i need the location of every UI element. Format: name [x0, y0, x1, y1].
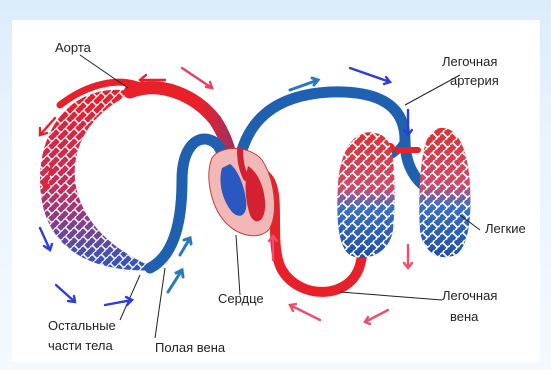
body-capillaries — [40, 90, 160, 271]
label-pulmonary-artery-line2: артерия — [450, 73, 499, 88]
label-aorta: Аорта — [55, 40, 92, 55]
label-pulmonary-vein-line1: Легочная — [442, 288, 497, 303]
label-pulmonary-artery-line1: Легочная — [442, 54, 497, 69]
label-other-body-line1: Остальные — [48, 318, 116, 333]
label-other-body-line2: части тела — [48, 338, 114, 353]
heart-illustration — [209, 148, 275, 235]
lungs-illustration — [337, 128, 470, 258]
label-vena-cava: Полая вена — [155, 340, 226, 355]
label-lungs: Легкие — [485, 221, 526, 236]
label-heart: Сердце — [218, 291, 264, 306]
label-pulmonary-vein-line2: вена — [450, 309, 479, 324]
